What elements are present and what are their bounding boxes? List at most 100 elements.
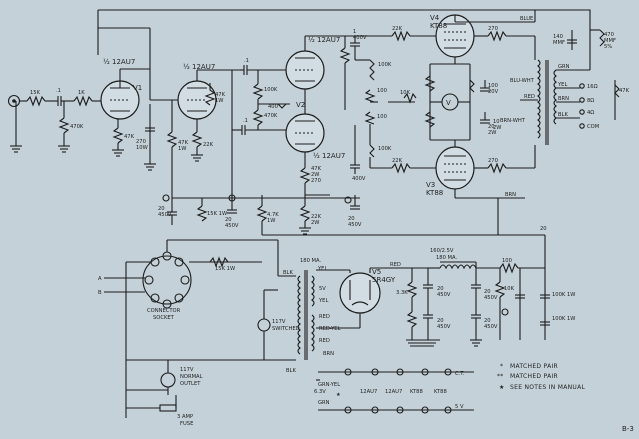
blk-label: BLK bbox=[558, 112, 568, 118]
output-transformer: BLU-WHT RED BRN-WHT GRN YEL BRN BLK 16Ω … bbox=[500, 29, 630, 145]
note-mark-2: ** bbox=[497, 373, 504, 380]
r-fb-label: 47K bbox=[619, 88, 630, 94]
r100-b-label: 100 bbox=[377, 114, 387, 120]
v4-type: KT88 bbox=[430, 22, 447, 30]
yel-label: YEL bbox=[557, 82, 567, 88]
r400-label: 400 bbox=[268, 104, 278, 110]
r270-v3-label: 270 bbox=[488, 158, 498, 164]
r-bias-label: 10K bbox=[400, 90, 411, 96]
c-400v-b-label: 400V bbox=[352, 176, 366, 182]
test-point-d bbox=[501, 308, 509, 316]
pin-5v: 5 V bbox=[455, 404, 464, 410]
outlet-label-2: NORMAL bbox=[180, 374, 203, 380]
blue-label: BLUE bbox=[520, 16, 533, 22]
brn-label: BRN bbox=[505, 192, 516, 198]
v2a-type: ½ 12AU7 bbox=[308, 36, 340, 44]
star-note: ★ bbox=[336, 392, 341, 398]
extra-labels: 180 MA. BRN 20 bbox=[300, 226, 547, 357]
red-label: RED bbox=[524, 94, 535, 100]
r-grid1-label: 470K bbox=[70, 124, 84, 130]
r-in-label: 15K bbox=[30, 90, 41, 96]
pin-12au7: 12AU7 bbox=[360, 389, 377, 395]
pin-12au7b: 12AU7 bbox=[385, 389, 402, 395]
coupling-caps: .1 .1 100K 470K 400 bbox=[231, 58, 290, 195]
r-10k-fil-label: 10K bbox=[504, 286, 515, 292]
tap-4-label: 4Ω bbox=[587, 110, 594, 116]
switched-outlet bbox=[257, 318, 271, 332]
mains-b: B bbox=[98, 290, 102, 296]
v3-ref: V3 bbox=[426, 181, 435, 189]
pt-red-label: RED bbox=[319, 314, 330, 320]
connector-socket: CONNECTOR SOCKET A B 15K 1W bbox=[98, 239, 278, 330]
heater-string: GRN-YEL 6.3V GRN ★ 12AU7 12AU7 KT88 KT88… bbox=[314, 368, 474, 414]
c-in-label: .1 bbox=[56, 88, 61, 94]
note-mark-3: ★ bbox=[499, 384, 505, 391]
tube-v4: V4 KT88 270 BLUE bbox=[430, 10, 536, 65]
v3-type: KT88 bbox=[426, 189, 443, 197]
pt-5v-label: 5V bbox=[319, 286, 326, 292]
r-in bbox=[26, 95, 46, 107]
grn-label: GRN bbox=[558, 64, 570, 70]
switched-label-2: SWITCHED bbox=[272, 326, 300, 332]
pt-ma-label: 180 MA. bbox=[300, 258, 321, 264]
test-point-c bbox=[344, 196, 352, 204]
brn-wht-label: BRN-WHT bbox=[500, 118, 526, 124]
v1b-type: ½ 12AU7 bbox=[183, 63, 215, 71]
outlet-label-1: 117V bbox=[180, 367, 194, 373]
note-matched-2: MATCHED PAIR bbox=[510, 373, 558, 380]
blu-wht-label: BLU-WHT bbox=[510, 78, 535, 84]
v1-ref: V1 bbox=[133, 84, 142, 92]
v2-ref: V2 bbox=[296, 101, 305, 109]
pt-brn-label: BRN bbox=[323, 351, 334, 357]
notes: * MATCHED PAIR ** MATCHED PAIR ★ SEE NOT… bbox=[497, 363, 634, 433]
v1-type: ½ 12AU7 bbox=[103, 58, 135, 66]
fuse bbox=[159, 404, 177, 412]
r-15k-label: 15K 1W bbox=[207, 211, 227, 217]
v4-ref: V4 bbox=[430, 14, 440, 22]
r470k-label: 470K bbox=[264, 113, 278, 119]
c-20-450h-label: 20 bbox=[540, 226, 547, 232]
red-rect-label: RED bbox=[390, 262, 401, 268]
fuse-label-2: FUSE bbox=[180, 421, 193, 427]
switched-label-1: 117V bbox=[272, 319, 286, 325]
tap-16-label: 16Ω bbox=[587, 84, 598, 90]
r100k-c-label: 100K bbox=[378, 146, 392, 152]
pt-yel2-label: YEL bbox=[318, 298, 328, 304]
r-100-fil-label: 100 bbox=[502, 258, 512, 264]
r-15k-1w-label: 15K 1W bbox=[215, 266, 235, 272]
c-small-b: 100K 1W bbox=[552, 316, 575, 322]
r22k-label: 22K bbox=[203, 142, 214, 148]
mains-a: A bbox=[98, 276, 102, 282]
feedback-bus bbox=[97, 9, 591, 55]
pt-grn-label: GRN bbox=[318, 400, 330, 406]
r22k-v4-label: 22K bbox=[392, 26, 403, 32]
input-section: 15K .1 1K 470K bbox=[7, 88, 106, 153]
v5-ref: V5 bbox=[372, 268, 381, 276]
tube-v5: V5 5R4GY RED bbox=[316, 262, 428, 329]
note-mark-1: * bbox=[500, 363, 503, 370]
v1-rk-label: 47K bbox=[124, 134, 135, 140]
tap-8-label: 8Ω bbox=[587, 98, 594, 104]
r100k-b-label: 100K bbox=[378, 62, 392, 68]
socket-label-1: CONNECTOR bbox=[147, 308, 181, 314]
socket-label-2: SOCKET bbox=[153, 315, 175, 321]
